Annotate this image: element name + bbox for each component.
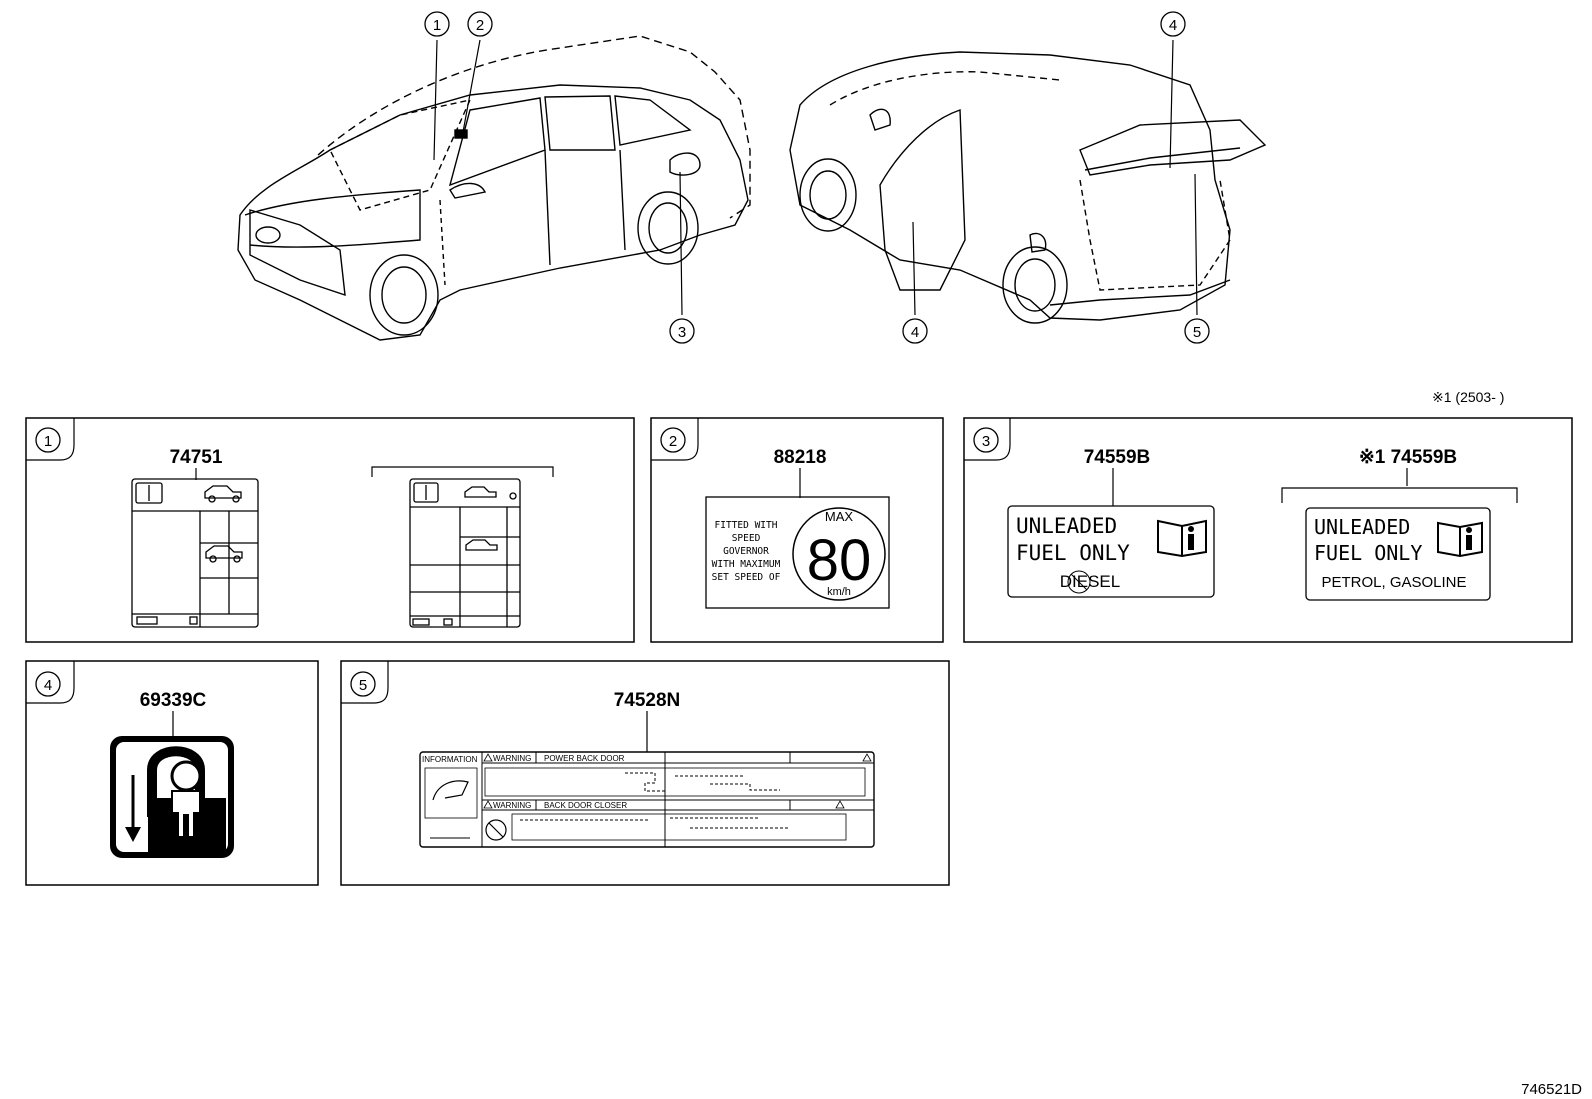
svg-text:FUEL ONLY: FUEL ONLY	[1016, 541, 1130, 565]
manual-info-icon	[1157, 519, 1207, 558]
panel-3: 3 74559B UNLEADED FUEL ONLY DIESEL ※1 74…	[963, 417, 1573, 643]
part-number-74528n: 74528N	[614, 690, 681, 711]
svg-text:2: 2	[476, 17, 484, 34]
svg-text:FITTED WITH: FITTED WITH	[715, 520, 778, 531]
panel-2: 2 88218 FITTED WITH SPEED GOVERNOR WITH …	[650, 417, 944, 643]
svg-text:BACK DOOR CLOSER: BACK DOOR CLOSER	[544, 801, 627, 810]
callout-lines	[433, 39, 1198, 316]
panel-5: 5 74528N INFORMATION WARNING POWER BACK …	[340, 660, 950, 886]
vehicle-front-illustration	[237, 35, 751, 341]
svg-text:UNLEADED: UNLEADED	[1314, 515, 1410, 539]
part-number-74559b-alt: ※1 74559B	[1359, 447, 1457, 468]
panel-1: 1 74751	[25, 417, 635, 643]
svg-text:INFORMATION: INFORMATION	[422, 755, 478, 764]
panel-2-number: 2	[669, 433, 677, 450]
label-74751-a	[131, 478, 259, 628]
callout-4-top: 4	[1160, 11, 1186, 37]
child-lock-label	[110, 736, 234, 858]
speed-unit: km/h	[827, 586, 851, 598]
svg-text:5: 5	[1193, 324, 1201, 341]
callout-2: 2	[467, 11, 493, 37]
svg-text:1: 1	[433, 17, 441, 34]
diagram-code: 746521D	[1521, 1081, 1582, 1098]
fuel-label-petrol: UNLEADED FUEL ONLY PETROL, GASOLINE	[1305, 507, 1491, 601]
svg-text:UNLEADED: UNLEADED	[1016, 514, 1117, 538]
svg-text:WARNING: WARNING	[493, 801, 531, 810]
svg-text:WITH MAXIMUM: WITH MAXIMUM	[712, 559, 781, 570]
fuel-label-diesel: UNLEADED FUEL ONLY DIESEL	[1007, 505, 1215, 598]
callout-5: 5	[1184, 318, 1210, 344]
svg-text:POWER BACK DOOR: POWER BACK DOOR	[544, 754, 625, 763]
svg-text:SET SPEED OF: SET SPEED OF	[712, 572, 781, 583]
panel-5-number: 5	[359, 677, 367, 694]
svg-text:PETROL, GASOLINE: PETROL, GASOLINE	[1321, 574, 1466, 591]
svg-text:4: 4	[1169, 17, 1177, 34]
svg-text:SPEED: SPEED	[732, 533, 761, 544]
svg-text:FUEL ONLY: FUEL ONLY	[1314, 541, 1422, 565]
part-number-74559b: 74559B	[1084, 447, 1151, 468]
back-door-warning-label: INFORMATION WARNING POWER BACK DOOR WARN…	[419, 751, 875, 848]
max-label: MAX	[825, 509, 854, 524]
svg-text:WARNING: WARNING	[493, 754, 531, 763]
part-number-74751: 74751	[170, 447, 223, 468]
part-number-88218: 88218	[774, 447, 827, 468]
svg-text:3: 3	[678, 324, 686, 341]
label-74751-b	[409, 478, 521, 628]
svg-text:GOVERNOR: GOVERNOR	[723, 546, 769, 557]
applicability-note: ※1 (2503- )	[1432, 389, 1504, 405]
part-number-69339c: 69339C	[140, 690, 207, 711]
callout-3: 3	[669, 318, 695, 344]
callout-4-bottom: 4	[902, 318, 928, 344]
vehicle-rear-illustration	[789, 51, 1267, 324]
speed-governor-label: FITTED WITH SPEED GOVERNOR WITH MAXIMUM …	[705, 496, 890, 609]
callout-1: 1	[424, 11, 450, 37]
panel-4: 4 69339C	[25, 660, 319, 886]
panel-1-number: 1	[44, 433, 52, 450]
speed-value: 80	[807, 528, 872, 593]
panel-4-number: 4	[44, 677, 52, 694]
panel-3-number: 3	[982, 433, 990, 450]
callout-markers: 1 2 3 4 4 5	[424, 11, 1210, 344]
manual-info-icon	[1437, 521, 1483, 558]
svg-text:4: 4	[911, 324, 919, 341]
